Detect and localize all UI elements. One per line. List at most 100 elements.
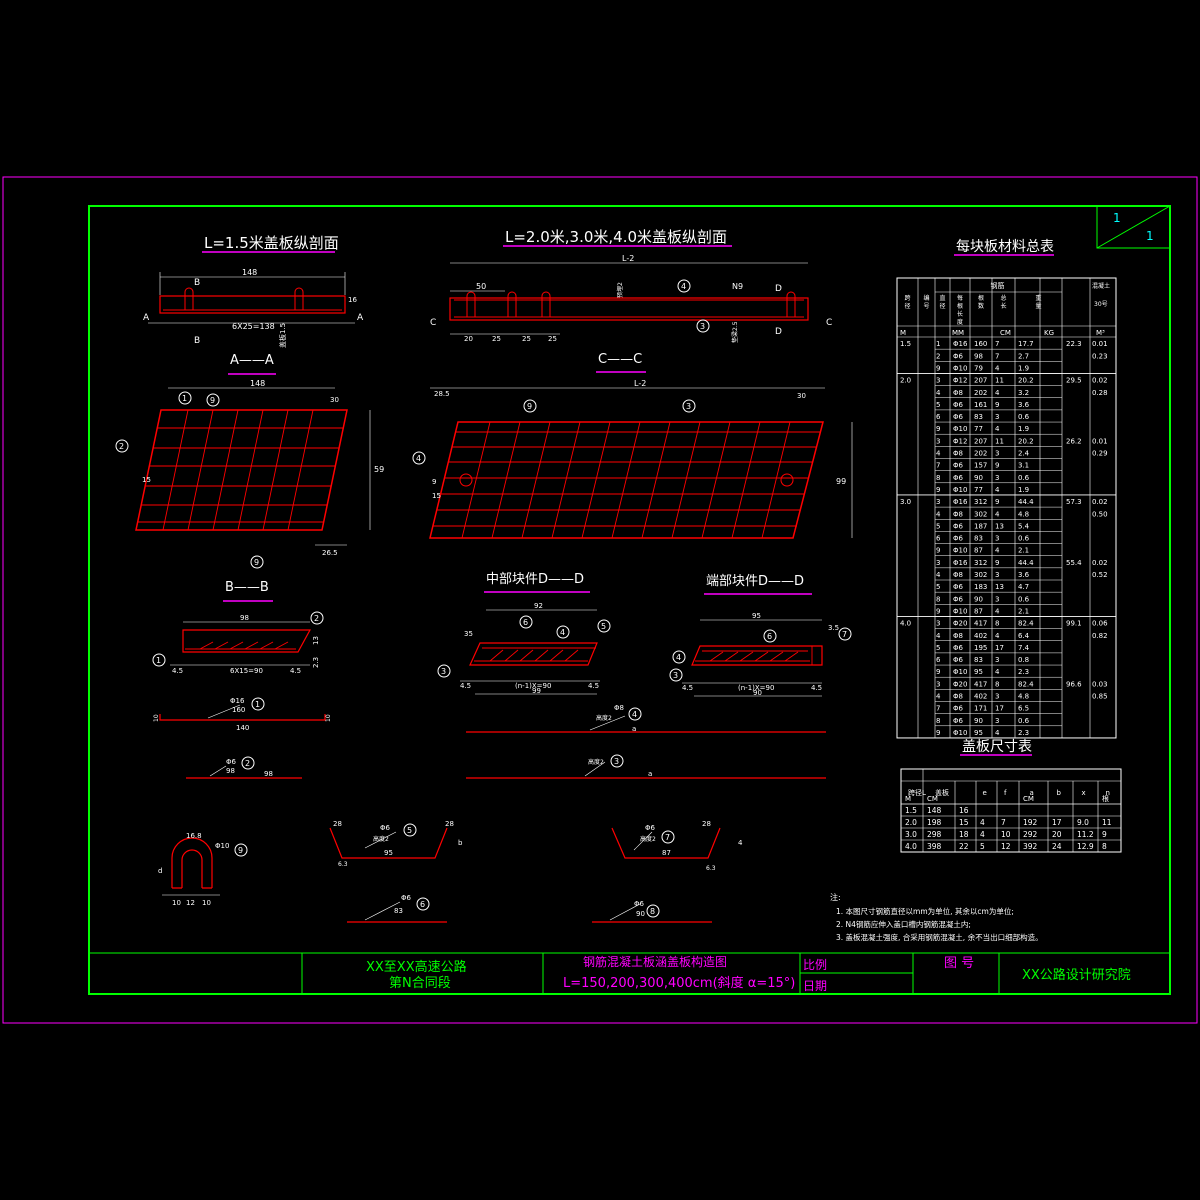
aa-width-dim: 148 [250,379,265,388]
mt-cell-27-5: 2.3 [1018,668,1029,676]
bar5-note: 高度2 [373,835,389,843]
svg-text:4: 4 [560,628,565,637]
mt-cell-26-2: Φ6 [953,656,964,664]
mt-cell-19-5: 3.6 [1018,571,1030,579]
aa-side-dim: 15 [142,476,151,484]
long234-label-c-right: C [826,318,832,328]
mt-cell-15-3: 187 [974,522,987,530]
mt-header-3: 度 [957,318,963,326]
mt-cell-11-5: 0.6 [1018,474,1030,482]
svg-text:8: 8 [650,907,655,916]
mt-cell-4-1: 4 [936,389,941,397]
st-unit-0: M [905,795,911,803]
mt-header-6: 重 [1036,294,1042,302]
mt-cell-1-7: 0.23 [1092,352,1108,360]
mt-cell-30-3: 171 [974,705,987,713]
mt-header-6: 量 [1036,303,1042,310]
bb-spacing-dim: 6X15=90 [230,667,263,675]
mt-cell-23-3: 417 [974,620,987,628]
mt-cell-11-2: Φ6 [953,474,964,482]
mt-cell-21-2: Φ6 [953,595,964,603]
mt-unit-0: M [900,329,906,337]
mt-header-3: 每 [957,294,963,302]
mt-cell-21-4: 3 [995,595,999,603]
bar9-b3: 10 [202,899,211,907]
svg-text:3: 3 [441,667,446,676]
st-cell-1-1: 198 [927,818,942,827]
mt-cell-19-3: 302 [974,571,987,579]
mt-cell-23-4: 8 [995,620,999,628]
bb-left-dim: 4.5 [172,667,183,675]
view-aa-title: A——A [230,353,274,368]
st-cell-3-8: 8 [1102,842,1107,851]
st-unit-8: 根 [1102,794,1109,803]
mt-cell-27-3: 95 [974,668,983,676]
mt-cell-17-3: 87 [974,547,983,555]
mt-cell-3-7: 0.02 [1092,377,1108,385]
mt-cell-22-4: 4 [995,607,1000,615]
view-long-234: L=2.0米,3.0米,4.0米盖板纵剖面 L-2 50 20 25 25 25… [430,228,832,343]
end-right-dim: 4.5 [811,684,822,692]
st-cell-1-7: 9.0 [1077,818,1089,827]
mt-cell-10-5: 3.1 [1018,462,1029,470]
mt-cell-22-1: 9 [936,607,940,615]
mt-unit-5: KG [1044,329,1054,337]
st-cell-3-2: 22 [959,842,969,851]
mt-cell-25-5: 7.4 [1018,644,1030,652]
mt-cell-28-5: 82.4 [1018,680,1034,688]
bar5-h: b [458,839,463,847]
inner-border [88,205,1171,995]
long234-label-d-bottom: D [775,327,782,337]
mt-cell-11-4: 3 [995,474,999,482]
mt-cell-14-1: 4 [936,510,941,518]
mt-cell-5-2: Φ6 [953,401,964,409]
bar8-dia: Φ6 [634,900,645,908]
st-cell-3-0: 4.0 [905,842,917,851]
bar9-b2: 12 [186,899,195,907]
drawing-title: 钢筋混凝土板涵盖板构造图 [583,954,727,969]
mt-cell-24-7: 0.82 [1092,632,1108,640]
long234-d2: 20 [464,335,473,343]
mt-cell-17-1: 9 [936,547,940,555]
long234-d5: 25 [548,335,557,343]
mt-cell-12-2: Φ10 [953,486,967,494]
mt-cell-3-0: 2.0 [900,377,911,385]
mt-cell-10-4: 9 [995,462,999,470]
mt-cell-29-1: 4 [936,693,941,701]
mt-header-concrete: 混凝土 [1092,282,1110,290]
aa-corner-dim: 30 [330,396,339,404]
mt-cell-20-1: 5 [936,583,940,591]
mt-unit-3: CM [1000,329,1011,337]
svg-text:2: 2 [245,759,250,768]
view-long-15-title: L=1.5米盖板纵剖面 [204,234,339,252]
mt-cell-3-1: 3 [936,377,940,385]
mt-cell-29-5: 4.8 [1018,693,1029,701]
bb-h1-dim: 13 [312,636,320,645]
mt-cell-26-1: 6 [936,656,941,664]
mt-cell-28-3: 417 [974,680,987,688]
st-cell-2-5: 292 [1023,830,1038,839]
mt-cell-1-1: 2 [936,352,940,360]
bar4-len: a [632,725,636,733]
mt-cell-8-6: 26.2 [1066,437,1082,445]
mt-cell-20-5: 4.7 [1018,583,1029,591]
bar7-e1: 28 [702,820,711,828]
mt-cell-0-4: 7 [995,340,999,348]
st-cell-0-0: 1.5 [905,806,917,815]
mt-cell-23-5: 82.4 [1018,620,1034,628]
long15-side-a-right: A [357,313,364,323]
mt-cell-22-3: 87 [974,607,983,615]
mt-cell-6-3: 83 [974,413,983,421]
view-mid-block: 中部块件D——D 92 4.5 (n-1)X=90 4.5 99 35 6 4 … [437,572,611,695]
drawing-subtitle: L=150,200,300,400cm(斜度 α=15°) [563,975,795,991]
bar4-note: 高度2 [596,714,612,722]
corner-box: 1 1 [1096,205,1171,249]
mt-cell-4-4: 4 [995,389,1000,397]
st-cell-2-8: 9 [1102,830,1107,839]
notes: 注: 1. 本图尺寸钢筋直径以mm为单位, 其余以cm为单位; 2. N4钢筋应… [830,892,1043,942]
mt-header-4: 根 [978,294,984,302]
svg-text:4: 4 [632,710,637,719]
mt-cell-29-3: 402 [974,693,987,701]
mt-cell-24-4: 4 [995,632,1000,640]
mid-d1-dim: 35 [464,630,473,638]
